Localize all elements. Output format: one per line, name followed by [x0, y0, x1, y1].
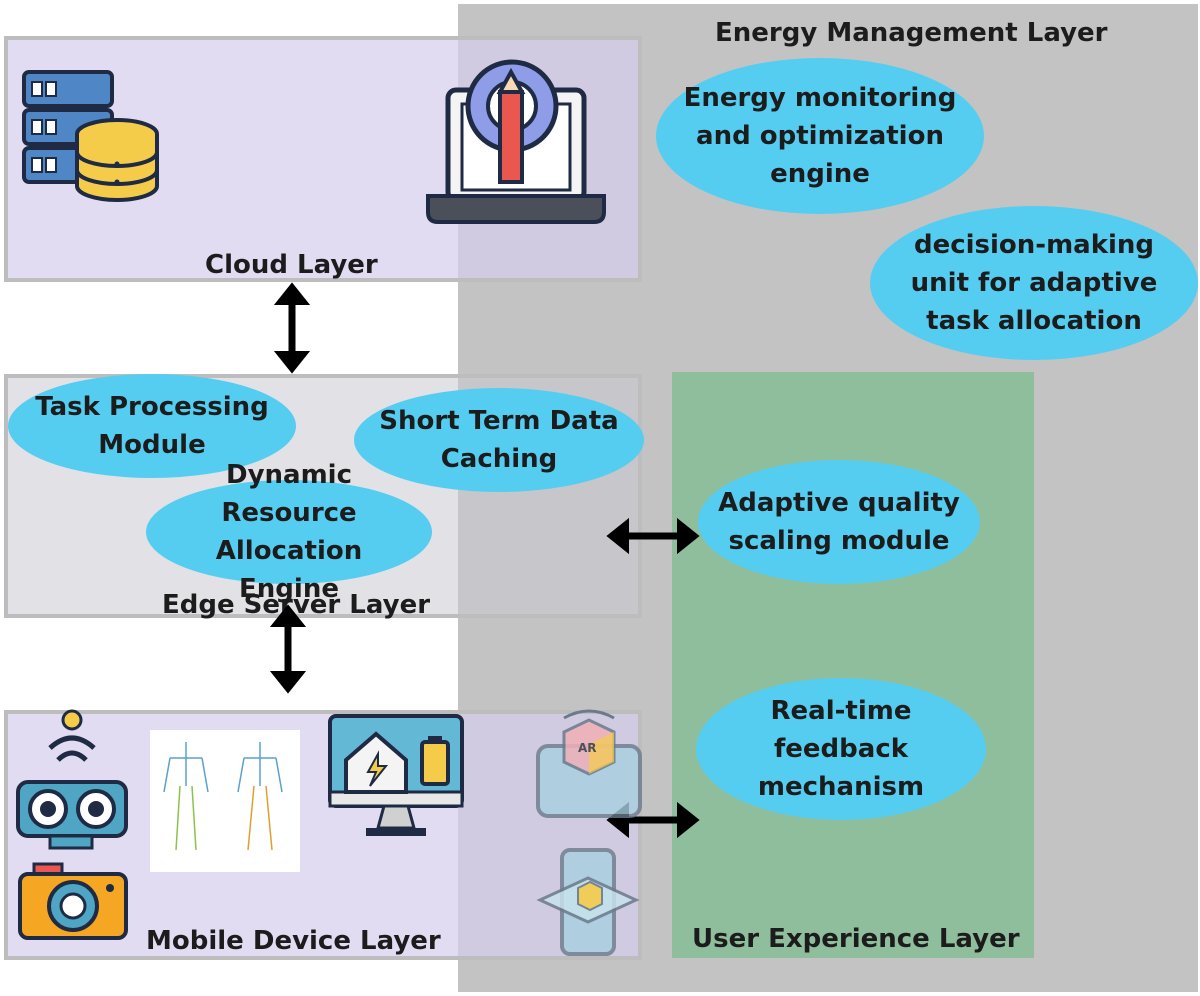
task-processing-module: Task Processing Module	[8, 374, 296, 478]
camera-icon	[18, 862, 128, 940]
sensor-icon	[16, 709, 128, 850]
pose-skeleton-image	[150, 730, 300, 872]
adaptive-quality-scaling-module: Adaptive quality scaling module	[698, 460, 980, 584]
laptop-settings-icon	[426, 59, 606, 224]
realtime-feedback-mechanism: Real-time feedback mechanism	[696, 678, 986, 820]
mobile-layer-title: Mobile Device Layer	[146, 926, 441, 956]
server-database-icon	[22, 70, 159, 202]
cloud-layer-title: Cloud Layer	[205, 250, 378, 280]
edge-mobile-arrow	[269, 604, 307, 694]
edge-ux-arrow	[606, 517, 700, 555]
energy-layer-title: Energy Management Layer	[715, 18, 1108, 48]
energy-monitoring-module: Energy monitoring and optimization engin…	[656, 58, 984, 214]
svg-text:AR: AR	[578, 741, 597, 755]
smart-home-monitor-icon	[328, 714, 464, 836]
short-term-caching-module: Short Term Data Caching	[354, 388, 644, 492]
ar-phone-icon: AR	[536, 709, 642, 818]
decision-making-unit: decision-making unit for adaptive task a…	[870, 206, 1198, 360]
cloud-edge-arrow	[273, 282, 311, 374]
ar-cube-phone-icon	[536, 848, 640, 956]
dynamic-resource-allocation-engine: Dynamic Resource Allocation Engine	[146, 460, 432, 604]
ux-layer-title: User Experience Layer	[692, 924, 1020, 954]
